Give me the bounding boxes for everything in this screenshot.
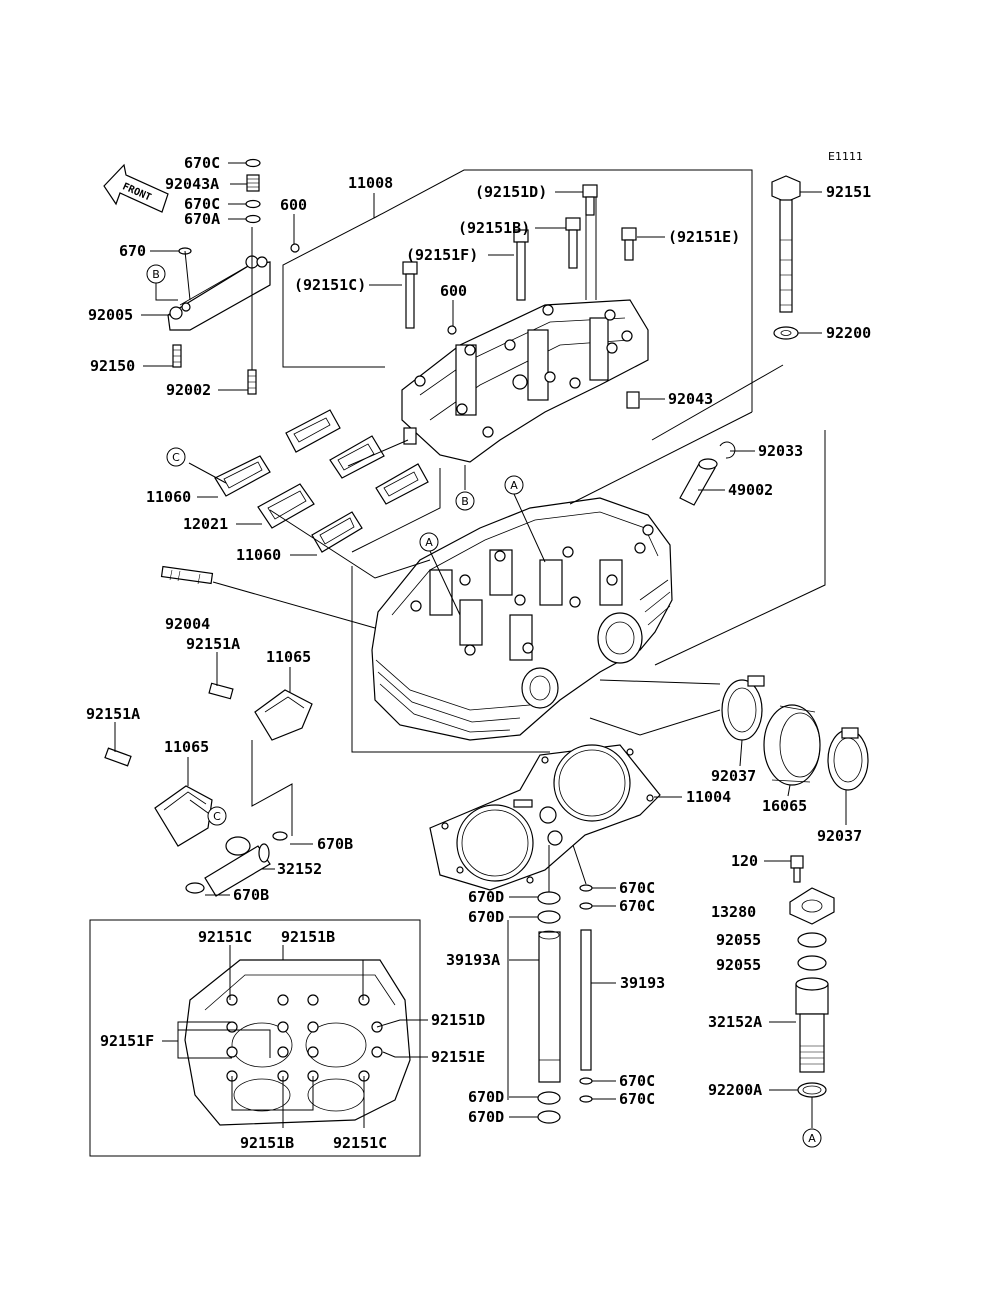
callout-92005: 92005 (88, 306, 133, 324)
callout-670c-f: 670C (619, 1090, 655, 1108)
ref-marker-a-left: A (419, 532, 439, 552)
callout-11008: 11008 (348, 174, 393, 192)
diagram-code: E1111 (828, 150, 863, 163)
callout-92055-b: 92055 (716, 956, 761, 974)
callout-11065-a: 11065 (266, 648, 311, 666)
inset-callout-92151f: 92151F (100, 1032, 154, 1050)
callout-670c-e: 670C (619, 1072, 655, 1090)
callout-39193a: 39193A (446, 951, 500, 969)
callout-92037-a: 92037 (711, 767, 756, 785)
water-outlet-parts (789, 855, 835, 1128)
callout-12021: 12021 (183, 515, 228, 533)
callout-92200: 92200 (826, 324, 871, 342)
svg-text:B: B (461, 495, 469, 508)
callout-92151f-paren: (92151F) (406, 246, 478, 264)
callout-600-b: 600 (440, 282, 467, 300)
reed-valve-covers-11065 (104, 682, 313, 847)
callout-92200a: 92200A (708, 1081, 762, 1099)
callout-670c-a: 670C (184, 154, 220, 172)
reed-valve-gaskets (214, 409, 429, 553)
callout-670c-c: 670C (619, 879, 655, 897)
callout-92002: 92002 (166, 381, 211, 399)
ref-marker-a-upper: A (504, 475, 524, 495)
inset-callout-92151b-top: 92151B (281, 928, 335, 946)
callout-92151d-paren: (92151D) (475, 183, 547, 201)
callout-600-a: 600 (280, 196, 307, 214)
camshaft-cap-bolts (402, 184, 637, 335)
callout-92037-b: 92037 (817, 827, 862, 845)
ref-marker-a-bottom: A (802, 1128, 822, 1148)
callout-92151a-a: 92151A (186, 635, 240, 653)
inset-callout-92151d: 92151D (431, 1011, 485, 1029)
callout-11004: 11004 (686, 788, 731, 806)
callout-92151: 92151 (826, 183, 871, 201)
callout-670c-b: 670C (184, 195, 220, 213)
callout-49002: 49002 (728, 481, 773, 499)
ref-marker-c-left: C (166, 447, 186, 467)
callout-670d-a: 670D (468, 888, 504, 906)
callout-670: 670 (119, 242, 146, 260)
pipe-49002 (679, 441, 736, 506)
ref-marker-b-mid: B (455, 491, 475, 511)
inset-callout-92151c-top: 92151C (198, 928, 252, 946)
cylinder-head-assembly (371, 497, 673, 741)
callout-670d-d: 670D (468, 1108, 504, 1126)
bolt-tightening-inset (89, 919, 421, 1157)
inset-callout-92151c-bottom: 92151C (333, 1134, 387, 1152)
callout-11060-a: 11060 (146, 488, 191, 506)
callout-670c-d: 670C (619, 897, 655, 915)
reference-markers: B C B A A C A (146, 264, 822, 1148)
ref-marker-c-lower: C (207, 806, 227, 826)
part-callouts: 670C 92043A 670C 670A 600 670 92005 9215… (86, 154, 871, 1152)
long-bolt-92151 (771, 175, 801, 340)
callout-670d-c: 670D (468, 1088, 504, 1106)
small-rings-top-left (178, 158, 300, 255)
callout-11065-b: 11065 (164, 738, 209, 756)
callout-39193: 39193 (620, 974, 665, 992)
head-gasket-11004 (429, 744, 661, 891)
callout-11060-b: 11060 (236, 546, 281, 564)
leader-lines (114, 162, 847, 1128)
inset-callout-92151e: 92151E (431, 1048, 485, 1066)
pipe-32152 (185, 831, 288, 897)
svg-text:A: A (510, 479, 518, 492)
callout-92151c-paren: (92151C) (294, 276, 366, 294)
callout-32152a: 32152A (708, 1013, 762, 1031)
callout-32152: 32152 (277, 860, 322, 878)
camshaft-holder-11008 (401, 299, 649, 463)
front-arrow-icon: FRONT (103, 163, 169, 213)
svg-text:B: B (152, 268, 160, 281)
callout-670d-b: 670D (468, 908, 504, 926)
stud-92004 (160, 565, 214, 585)
callout-670a: 670A (184, 210, 220, 228)
callout-92151a-b: 92151A (86, 705, 140, 723)
callout-16065: 16065 (762, 797, 807, 815)
svg-text:C: C (213, 810, 221, 823)
callout-13280: 13280 (711, 903, 756, 921)
callout-92055-a: 92055 (716, 931, 761, 949)
svg-text:C: C (172, 451, 180, 464)
callout-92004: 92004 (165, 615, 210, 633)
intake-holder-clamps (721, 675, 869, 791)
dowel-pipes-and-orings (537, 884, 593, 1124)
oil-pipe-92005 (167, 240, 271, 395)
inset-callout-92151b-bottom: 92151B (240, 1134, 294, 1152)
callout-92043a: 92043A (165, 175, 219, 193)
callout-670b-b: 670B (233, 886, 269, 904)
callout-92033: 92033 (758, 442, 803, 460)
callout-120: 120 (731, 852, 758, 870)
callout-92151e-paren: (92151E) (668, 228, 740, 246)
svg-text:A: A (808, 1132, 816, 1145)
callout-92150: 92150 (90, 357, 135, 375)
svg-text:A: A (425, 536, 433, 549)
callout-670b-a: 670B (317, 835, 353, 853)
ref-marker-b-top: B (146, 264, 166, 284)
callout-92043: 92043 (668, 390, 713, 408)
callout-92151b-paren: (92151B) (458, 219, 530, 237)
